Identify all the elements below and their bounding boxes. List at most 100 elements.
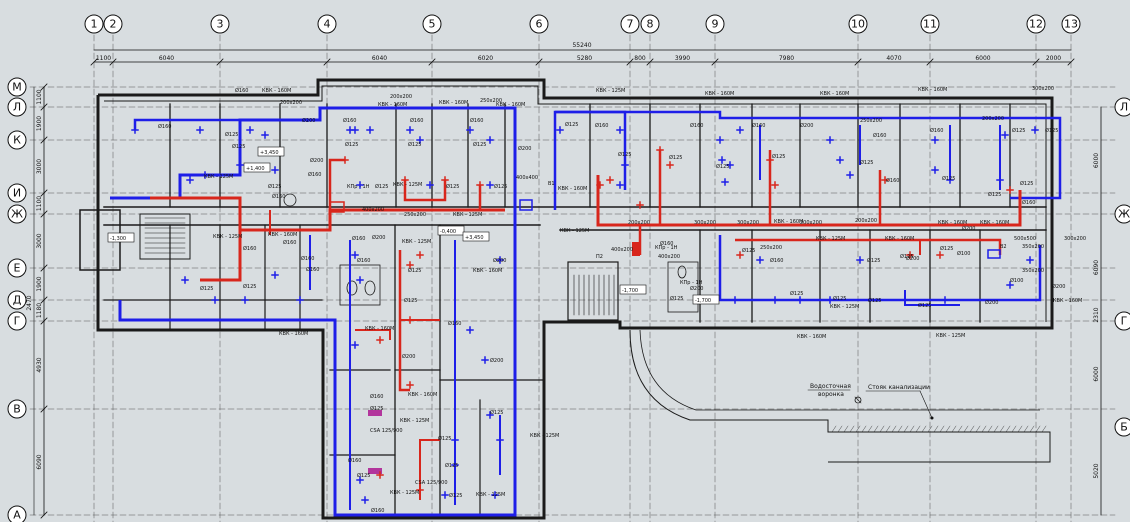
supply-fan <box>329 201 345 213</box>
duct-label: CSA 125/900 <box>370 428 403 434</box>
duct-label: Ø125 <box>494 183 507 190</box>
duct-label: КВК - 125М <box>453 212 482 218</box>
axis-bubble-left <box>7 204 27 224</box>
axis-label-right: Л <box>1120 101 1128 114</box>
axis-label-left: А <box>13 509 21 522</box>
fixture <box>283 193 297 207</box>
duct-label: КВК - 125М <box>596 88 625 94</box>
duct-label: Ø125 <box>438 435 451 442</box>
hatch <box>969 425 975 433</box>
duct-label: 300x200 <box>737 220 759 226</box>
duct-label: 200x200 <box>855 218 877 224</box>
outer-wall <box>96 78 1054 520</box>
duct-label: КВК - 125М <box>476 492 505 498</box>
hatch <box>873 425 879 433</box>
dimension-tick <box>216 58 224 66</box>
dimension-tick <box>646 58 654 66</box>
sewer-symbol <box>930 416 934 420</box>
hatch <box>891 425 897 433</box>
toilet-fixture <box>364 280 376 296</box>
duct-label: КВК - 125М <box>530 433 559 439</box>
level-mark-box <box>437 225 465 236</box>
left-dimension-text: 3000 <box>36 233 43 248</box>
level-mark-box <box>462 231 490 242</box>
axis-label-top: 9 <box>712 18 719 31</box>
duct-label: Ø200 <box>962 225 975 232</box>
duct-label: Ø125 <box>900 253 913 260</box>
hatch <box>861 425 867 433</box>
duct-label: Ø125 <box>833 295 846 302</box>
duct-label: Ø200 <box>1052 283 1065 290</box>
axis-bubble-right <box>1114 417 1130 437</box>
duct-label: Ø160 <box>306 266 319 273</box>
duct-label: Ø160 <box>158 123 171 130</box>
left-dimension-text: 1900 <box>36 276 43 291</box>
duct-label: Ø125 <box>860 159 873 166</box>
axis-label-top: 10 <box>851 18 865 31</box>
overall-dimension-text: 55240 <box>572 42 591 49</box>
axis-label-top: 11 <box>923 18 937 31</box>
hatch <box>897 425 903 433</box>
left-dimension-text: 1900 <box>36 116 43 131</box>
dimension-tick <box>626 58 634 66</box>
duct-label: Ø160 <box>886 177 899 184</box>
duct-label: Ø125 <box>445 462 458 469</box>
duct-label: Ø160 <box>272 193 285 200</box>
left-dimension-text: 6090 <box>36 454 43 469</box>
exhaust-trunk-lower <box>718 235 1042 302</box>
left-dimension-text: 1180 <box>36 303 43 318</box>
hatch <box>999 425 1005 433</box>
funnel-note: Водосточная <box>810 383 851 390</box>
span-dimension-text: 6040 <box>372 55 387 62</box>
duct-label: Ø160 <box>371 507 384 514</box>
level-mark-box <box>243 162 271 173</box>
funnel-symbol-x <box>854 396 862 404</box>
dimension-tick <box>711 58 719 66</box>
span-dimension-text: 6020 <box>478 55 493 62</box>
supply-branch <box>419 439 440 500</box>
axis-bubble-top <box>620 14 640 34</box>
duct-label: Ø160 <box>370 393 383 400</box>
duct-label: 400x200 <box>362 207 384 213</box>
hatch <box>987 425 993 433</box>
axis-label-left: Л <box>13 101 21 114</box>
duct-label: В1 <box>548 181 555 187</box>
axis-bubble-right <box>1114 311 1130 331</box>
duct-label: Ø125 <box>618 151 631 158</box>
duct-label: КВК - 160М <box>918 87 947 93</box>
duct-label: 300x200 <box>1032 86 1054 92</box>
level-mark: +3,450 <box>260 150 279 156</box>
hatch <box>975 425 981 433</box>
duct-label: Ø160 <box>770 257 783 264</box>
duct-label: В2 <box>1000 244 1007 250</box>
duct-label: 400x200 <box>658 254 680 260</box>
duct-label: КВК - 160М <box>1053 298 1082 304</box>
hatch <box>1011 425 1017 433</box>
duct-label: CSA 125/900 <box>415 480 448 486</box>
duct-label: Ø200 <box>906 255 919 262</box>
duct-label: Ø125 <box>940 245 953 252</box>
span-dimension-text: 6040 <box>159 55 174 62</box>
stair-right <box>567 261 619 321</box>
axis-label-left: М <box>12 81 22 94</box>
duct-network <box>110 106 1062 517</box>
stair-left <box>139 213 191 260</box>
duct-label: КВК - 160М <box>473 268 502 274</box>
left-dimension-text: 2470 <box>26 295 33 310</box>
axis-label-top: 1 <box>91 18 98 31</box>
duct-label: 500x500 <box>1014 236 1036 242</box>
duct-label: 350x200 <box>1022 244 1044 250</box>
duct-label: КВК - 160М <box>262 88 291 94</box>
axis-label-left: Д <box>13 294 22 307</box>
hatch <box>879 425 885 433</box>
duct-label: Ø160 <box>690 122 703 129</box>
axis-bubble-left <box>7 77 27 97</box>
supply-trunk <box>240 208 505 232</box>
hatch <box>981 425 987 433</box>
dimension-tick <box>854 58 862 66</box>
dimension-tick <box>40 136 48 144</box>
duct-label: Ø160 <box>1022 199 1035 206</box>
